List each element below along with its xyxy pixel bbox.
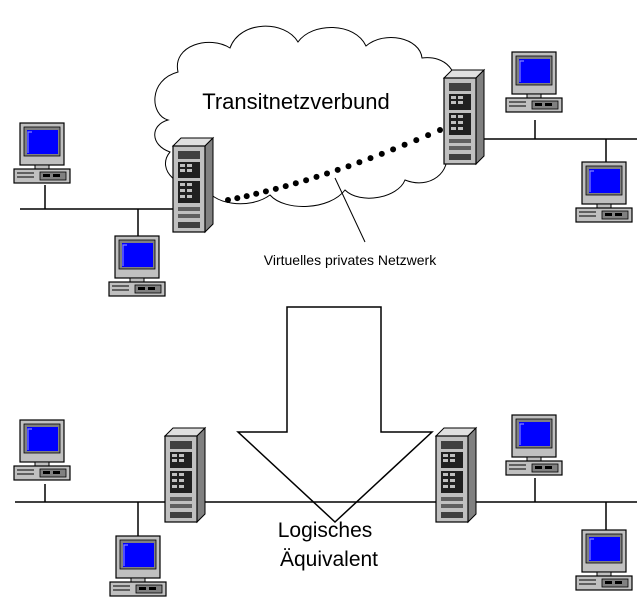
computer-icon — [575, 529, 633, 591]
server-icon — [443, 69, 485, 165]
vpn-dot — [390, 146, 397, 153]
down-arrow-icon — [236, 306, 434, 524]
computer-icon — [13, 122, 71, 184]
vpn-label: Virtuelles privates Netzwerk — [264, 252, 437, 268]
cloud-label: Transitnetzverbund — [202, 89, 390, 114]
equivalent-label-line2: Äquivalent — [280, 548, 378, 571]
server-icon — [435, 427, 477, 523]
equivalent-label-line1: Logisches — [278, 519, 373, 542]
vpn-dot — [282, 183, 289, 190]
server-icon — [164, 427, 206, 523]
vpn-dot — [272, 185, 279, 192]
computer-icon — [505, 414, 563, 476]
vpn-dot — [253, 190, 260, 197]
vpn-dot — [303, 177, 310, 184]
vpn-dot — [225, 197, 231, 203]
vpn-dot — [425, 132, 432, 139]
vpn-dot — [378, 150, 385, 157]
vpn-dot — [437, 127, 443, 133]
vpn-dot — [345, 163, 352, 170]
server-icon — [172, 137, 214, 233]
computer-icon — [108, 235, 166, 297]
computer-icon — [505, 51, 563, 113]
vpn-dot — [234, 195, 241, 202]
vpn-dot — [262, 188, 269, 195]
vpn-dot — [334, 166, 341, 173]
vpn-dot — [356, 159, 363, 166]
vpn-dot — [367, 155, 374, 162]
vpn-dot — [243, 193, 250, 200]
vpn-dot — [313, 173, 320, 180]
vpn-dot — [324, 170, 330, 177]
vpn-dot — [401, 141, 408, 148]
computer-icon — [109, 535, 167, 597]
vpn-dot — [413, 137, 420, 144]
computer-icon — [575, 161, 633, 223]
computer-icon — [13, 419, 71, 481]
vpn-tunnel — [225, 127, 443, 203]
vpn-dot — [292, 180, 299, 187]
